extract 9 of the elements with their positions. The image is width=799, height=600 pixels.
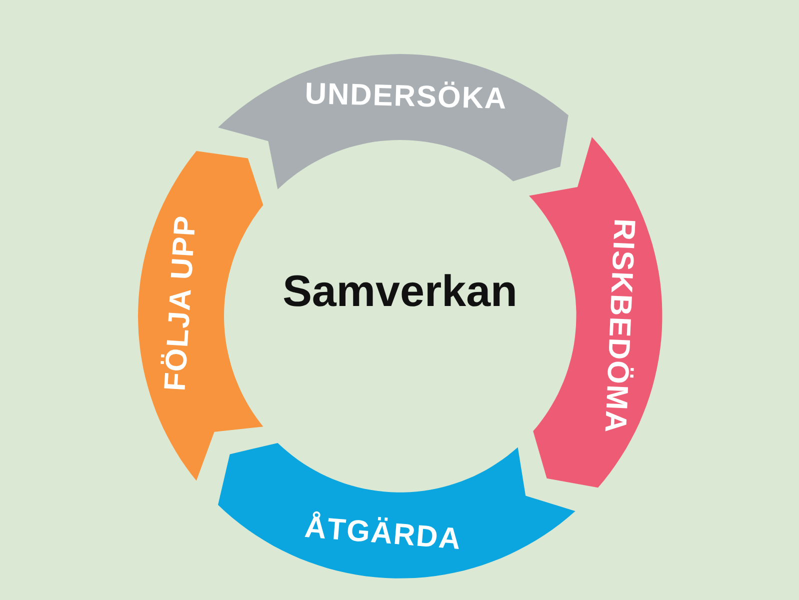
segment-label: RISKBEDÖMA (597, 217, 640, 434)
cycle-arrow-segment (218, 442, 576, 578)
cycle-arrow-segment (528, 137, 662, 488)
cycle-arrow-segment (218, 54, 568, 190)
cycle-arrow-segment (138, 151, 264, 481)
segment-label: ÅTGÄRDA (303, 511, 462, 558)
center-title: Samverkan (282, 267, 518, 317)
segment-label: FÖLJA UPP (159, 214, 204, 392)
segment-label: UNDERSÖKA (304, 77, 508, 117)
